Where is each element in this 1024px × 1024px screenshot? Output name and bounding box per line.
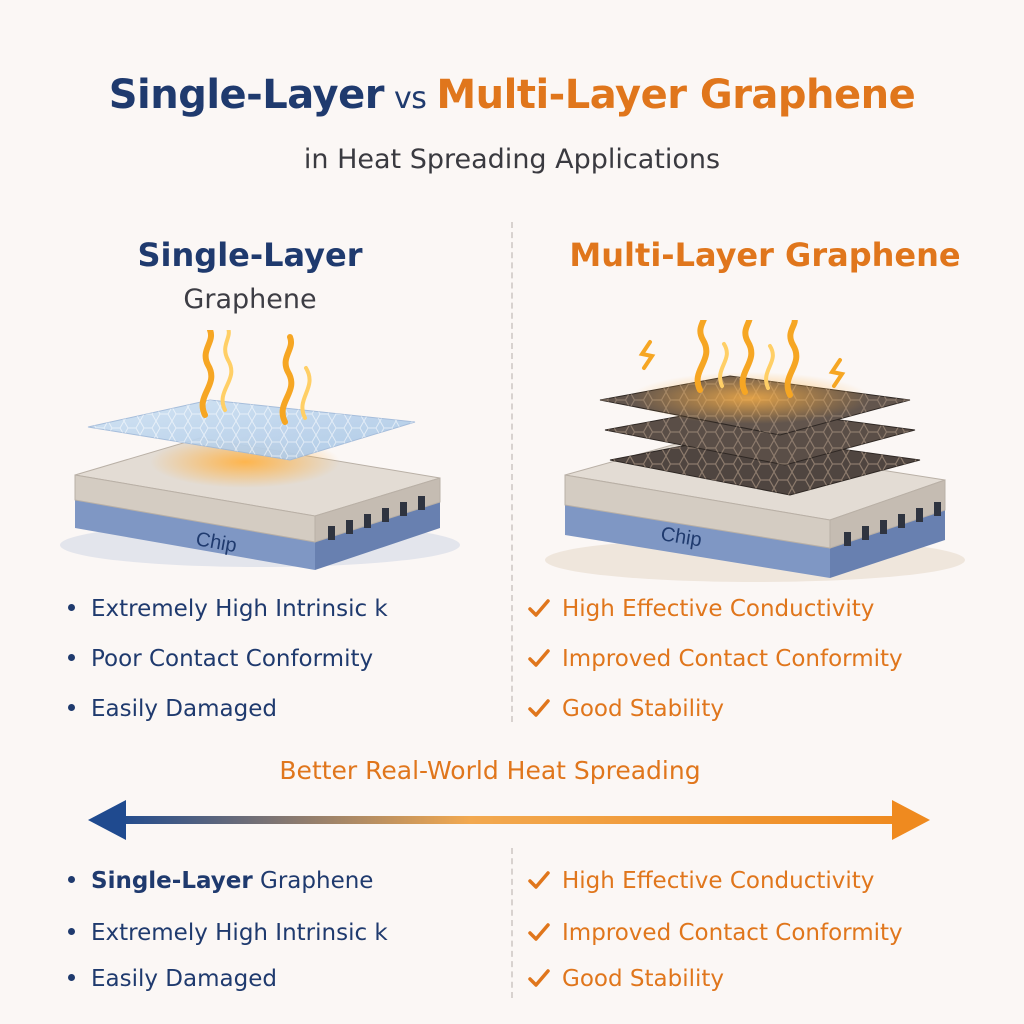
- column-divider-bottom: [511, 848, 513, 998]
- list-item: Easily Damaged: [68, 966, 277, 992]
- left-column-subheading: Graphene: [183, 284, 317, 315]
- list-item: Single-Layer Graphene: [68, 868, 373, 894]
- banner-text: Better Real-World Heat Spreading: [279, 756, 701, 785]
- list-item: Improved Contact Conformity: [528, 920, 903, 946]
- right-column-heading: Multi-Layer Graphene: [569, 236, 961, 274]
- list-item: Good Stability: [528, 966, 724, 992]
- column-divider-top: [511, 222, 513, 722]
- bullet-icon: [68, 928, 75, 935]
- page-subtitle: in Heat Spreading Applications: [303, 144, 721, 175]
- list-item: Extremely High Intrinsic k: [68, 920, 388, 946]
- bullet-icon: [68, 704, 75, 711]
- chip-side-right: [315, 502, 440, 570]
- title-single-layer: Single-Layer: [108, 72, 385, 118]
- bullet-icon: [68, 974, 75, 981]
- check-icon: [528, 968, 550, 987]
- list-item: High Effective Conductivity: [528, 596, 874, 622]
- chip-pins: [328, 496, 425, 540]
- check-icon: [528, 698, 550, 717]
- check-icon: [528, 598, 550, 617]
- title-vs: vs: [393, 81, 427, 116]
- check-icon: [528, 922, 550, 941]
- bullet-icon: [68, 604, 75, 611]
- chip-side-left: [75, 500, 315, 570]
- list-item: Improved Contact Conformity: [528, 646, 903, 672]
- list-item: Good Stability: [528, 696, 724, 722]
- list-item: High Effective Conductivity: [528, 868, 874, 894]
- list-item: Poor Contact Conformity: [68, 646, 373, 672]
- list-item: Easily Damaged: [68, 696, 277, 722]
- title-multi-layer: Multi-Layer Graphene: [436, 72, 916, 118]
- bullet-icon: [68, 654, 75, 661]
- heat-waves: [199, 330, 312, 425]
- check-icon: [528, 870, 550, 889]
- bullet-icon: [68, 876, 75, 883]
- graphene-stack: [599, 375, 921, 496]
- single-layer-illustration: Chip: [60, 330, 460, 570]
- check-icon: [528, 648, 550, 667]
- left-column-heading: Single-Layer: [137, 236, 363, 274]
- multi-layer-illustration: Chip: [545, 320, 965, 582]
- double-arrow-icon: [88, 800, 930, 840]
- list-item: Extremely High Intrinsic k: [68, 596, 388, 622]
